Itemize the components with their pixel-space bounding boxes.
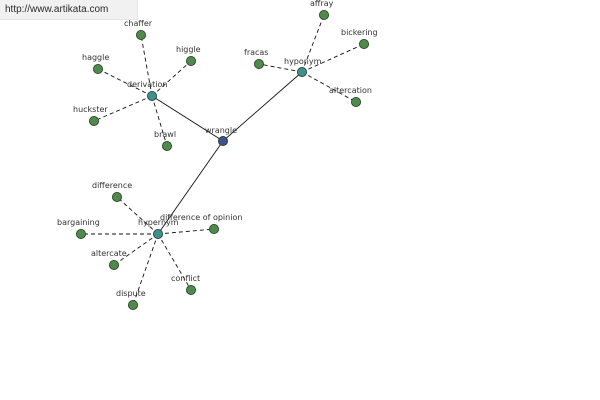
graph-nodes: chaffer higgle haggle huckster brawl affray bi… <box>57 0 378 310</box>
center-node[interactable] <box>217 135 228 146</box>
term-label[interactable]: affray <box>310 0 334 8</box>
term-node[interactable] <box>208 223 219 234</box>
term-node[interactable] <box>161 140 172 151</box>
term-label[interactable]: huckster <box>73 105 108 114</box>
term-node[interactable] <box>135 29 146 40</box>
term-label[interactable]: brawl <box>154 130 176 139</box>
relation-node-hypernym[interactable] <box>152 228 163 239</box>
term-label[interactable]: haggle <box>82 53 109 62</box>
edge-derivation-term <box>140 34 153 97</box>
relation-node-derivation[interactable] <box>146 91 157 102</box>
edge-center-hypernym <box>157 140 224 235</box>
term-label[interactable]: higgle <box>176 45 201 54</box>
term-node[interactable] <box>253 59 264 70</box>
term-label[interactable]: bargaining <box>57 218 100 227</box>
term-label[interactable]: chaffer <box>124 19 153 28</box>
relation-label-hyponym[interactable]: hyponym <box>284 57 322 66</box>
edge-hypernym-term <box>113 233 159 266</box>
graph-edges <box>81 14 365 306</box>
edge-derivation-term <box>151 95 168 147</box>
term-label[interactable]: dispute <box>116 289 146 298</box>
term-node[interactable] <box>93 64 104 75</box>
edge-hypernym-term <box>157 228 215 235</box>
edge-center-hyponym <box>222 71 303 142</box>
edge-hyponym-term <box>258 63 303 73</box>
term-node[interactable] <box>358 39 369 50</box>
edge-hypernym-term <box>157 233 192 291</box>
relation-node-hyponym[interactable] <box>296 67 307 78</box>
edge-derivation-term <box>151 60 192 97</box>
term-node[interactable] <box>185 284 196 295</box>
relation-label-derivation[interactable]: derivation <box>127 80 167 89</box>
term-label[interactable]: difference <box>92 181 132 190</box>
term-node[interactable] <box>89 116 100 127</box>
edge-hyponym-term <box>301 71 357 103</box>
term-label[interactable]: bickering <box>341 28 378 37</box>
term-node[interactable] <box>109 259 120 270</box>
edge-center-derivation <box>151 95 224 142</box>
edge-derivation-term <box>93 95 153 122</box>
edge-hypernym-term <box>132 233 159 306</box>
edge-derivation-term <box>97 68 153 97</box>
term-node[interactable] <box>350 97 361 108</box>
term-label[interactable]: difference of opinion <box>160 213 242 222</box>
term-label[interactable]: altercation <box>329 86 372 95</box>
edge-hyponym-term <box>301 14 325 73</box>
source-url[interactable]: http://www.artikata.com <box>0 0 138 20</box>
edge-hyponym-term <box>301 43 365 73</box>
relation-label-hypernym[interactable]: hypernym <box>138 218 179 227</box>
term-label[interactable]: conflict <box>171 274 200 283</box>
term-node[interactable] <box>76 228 87 239</box>
term-node[interactable] <box>112 191 123 202</box>
term-node[interactable] <box>185 56 196 67</box>
edge-hypernym-term <box>116 196 159 235</box>
term-node[interactable] <box>127 299 138 310</box>
term-label[interactable]: altercate <box>91 249 127 258</box>
term-label[interactable]: fracas <box>244 48 268 57</box>
center-label[interactable]: wrangle <box>205 126 237 135</box>
term-node[interactable] <box>318 9 329 20</box>
